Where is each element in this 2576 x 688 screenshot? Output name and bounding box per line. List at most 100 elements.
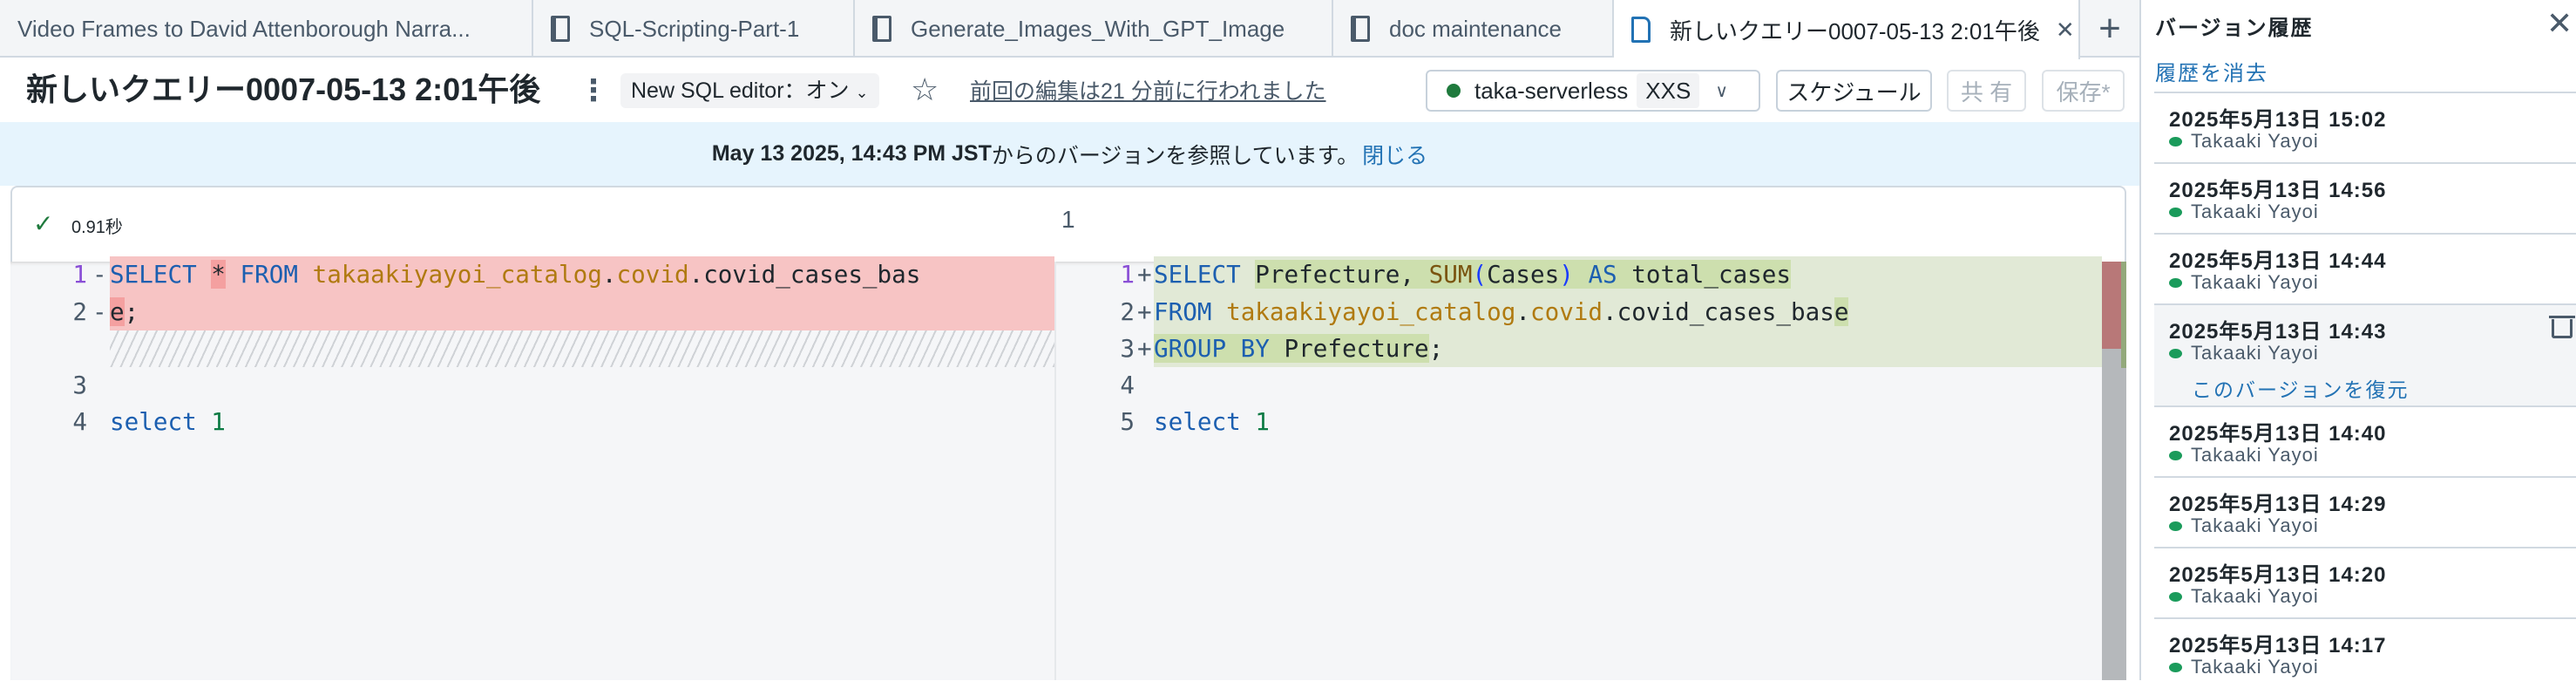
tab-label: 新しいクエリー0007-05-13 2:01午後 — [1670, 17, 2040, 44]
tab-video-frames[interactable]: Video Frames to David Attenborough Narra… — [0, 0, 533, 58]
code-line: SELECT * FROM takaakiyayoi_catalog.covid… — [110, 260, 921, 289]
line-number: 2 — [1120, 297, 1135, 326]
author-name: Takaaki Yayoi — [2191, 271, 2319, 293]
close-banner-link[interactable]: 閉じる — [1362, 143, 1428, 168]
diff-minus: - — [92, 297, 107, 326]
version-author: Takaaki Yayoi — [2169, 271, 2319, 294]
result-bar — [10, 186, 2126, 262]
version-date: 2025年5月13日 14:20 — [2169, 563, 2387, 587]
query-file-icon — [1631, 17, 1651, 43]
author-name: Takaaki Yayoi — [2191, 585, 2319, 607]
new-sql-editor-toggle[interactable]: New SQL editor：オン ⌄ — [620, 73, 879, 108]
diff-plus: + — [1137, 260, 1152, 289]
diff-minus: - — [92, 260, 107, 289]
status-dot-icon — [2169, 277, 2182, 288]
banner-text: からのバージョンを参照しています。 — [991, 143, 1359, 168]
version-date: 2025年5月13日 14:44 — [2169, 249, 2387, 273]
tab-new-query[interactable]: 新しいクエリー0007-05-13 2:01午後 ✕ — [1614, 0, 2080, 59]
tab-bar: Video Frames to David Attenborough Narra… — [0, 0, 2139, 59]
notebook-icon — [551, 16, 570, 42]
version-author: Takaaki Yayoi — [2169, 342, 2319, 364]
version-author: Takaaki Yayoi — [2169, 514, 2319, 537]
version-author: Takaaki Yayoi — [2169, 201, 2319, 223]
version-date: 2025年5月13日 15:02 — [2169, 108, 2387, 132]
banner-date: May 13 2025, 14:43 PM JST — [711, 141, 992, 166]
status-dot-icon — [1447, 84, 1461, 98]
notebook-icon — [1351, 16, 1370, 42]
check-icon: ✓ — [33, 210, 54, 237]
share-button[interactable]: 共 有 — [1947, 70, 2026, 112]
author-name: Takaaki Yayoi — [2191, 201, 2319, 222]
line-number: 5 — [1120, 407, 1135, 436]
chevron-down-icon: ⌄ — [855, 84, 869, 101]
diff-filler — [110, 330, 1054, 367]
status-dot-icon — [2169, 136, 2182, 146]
code-line: SELECT Prefecture, SUM(Cases) AS total_c… — [1154, 260, 1792, 289]
version-author: Takaaki Yayoi — [2169, 585, 2319, 608]
author-name: Takaaki Yayoi — [2191, 656, 2319, 678]
new-editor-label: New SQL editor：オン — [631, 78, 850, 103]
line-number: 2 — [72, 297, 87, 326]
new-tab-button[interactable]: + — [2098, 7, 2121, 50]
line-number: 4 — [72, 407, 87, 436]
star-icon[interactable]: ☆ — [911, 72, 939, 107]
tab-sql-scripting[interactable]: SQL-Scripting-Part-1 — [533, 0, 855, 58]
warehouse-selector[interactable]: taka-serverless XXS ∨ — [1426, 70, 1760, 112]
warehouse-name: taka-serverless — [1474, 77, 1629, 104]
schedule-button[interactable]: スケジュール — [1776, 70, 1932, 112]
tab-doc-maintenance[interactable]: doc maintenance — [1333, 0, 1614, 58]
duration: 0.91秒 — [71, 218, 123, 237]
author-name: Takaaki Yayoi — [2191, 514, 2319, 536]
line-number: 1 — [72, 260, 87, 289]
diff-overview-scrollbar[interactable] — [2102, 262, 2126, 680]
close-icon[interactable]: ✕ — [2546, 5, 2573, 41]
author-name: Takaaki Yayoi — [2191, 130, 2319, 152]
version-date: 2025年5月13日 14:17 — [2169, 634, 2387, 657]
warehouse-size: XXS — [1637, 73, 1700, 108]
trash-icon[interactable] — [2549, 316, 2575, 338]
clear-history-link[interactable]: 履歴を消去 — [2155, 62, 2268, 85]
result-count: 1 — [1061, 206, 1075, 233]
version-author: Takaaki Yayoi — [2169, 656, 2319, 678]
tab-label: doc maintenance — [1389, 15, 1563, 42]
save-button[interactable]: 保存* — [2042, 70, 2125, 112]
page-title[interactable]: 新しいクエリー0007-05-13 2:01午後 — [26, 72, 541, 107]
version-date: 2025年5月13日 14:29 — [2169, 493, 2387, 516]
status-dot-icon — [2169, 450, 2182, 460]
notebook-icon — [872, 16, 891, 42]
kebab-menu-icon[interactable]: ⋮ — [579, 74, 608, 107]
last-edit-link[interactable]: 前回の編集は21 分前に行われました — [970, 79, 1326, 104]
tab-generate-images[interactable]: Generate_Images_With_GPT_Image — [855, 0, 1333, 58]
line-number: 3 — [1120, 334, 1135, 363]
code-line: select 1 — [110, 407, 226, 436]
panel-title: バージョン履歴 — [2155, 17, 2314, 40]
version-author: Takaaki Yayoi — [2169, 130, 2319, 153]
status-dot-icon — [2169, 662, 2182, 672]
close-tab-icon[interactable]: ✕ — [2055, 16, 2075, 43]
author-name: Takaaki Yayoi — [2191, 342, 2319, 364]
pane-divider[interactable] — [1054, 262, 1056, 680]
version-author: Takaaki Yayoi — [2169, 444, 2319, 467]
tab-label: Generate_Images_With_GPT_Image — [911, 15, 1285, 42]
status-dot-icon — [2169, 521, 2182, 531]
tab-label: SQL-Scripting-Part-1 — [589, 15, 800, 42]
status-dot-icon — [2169, 348, 2182, 358]
line-number: 4 — [1120, 371, 1135, 399]
status-dot-icon — [2169, 207, 2182, 217]
chevron-down-icon: ∨ — [1715, 81, 1728, 101]
version-date: 2025年5月13日 14:56 — [2169, 179, 2387, 202]
diff-plus: + — [1137, 297, 1152, 326]
status-dot-icon — [2169, 591, 2182, 602]
code-line: select 1 — [1154, 407, 1270, 436]
code-line: FROM takaakiyayoi_catalog.covid.covid_ca… — [1154, 297, 1849, 326]
restore-version-link[interactable]: このバージョンを復元 — [2192, 378, 2410, 401]
